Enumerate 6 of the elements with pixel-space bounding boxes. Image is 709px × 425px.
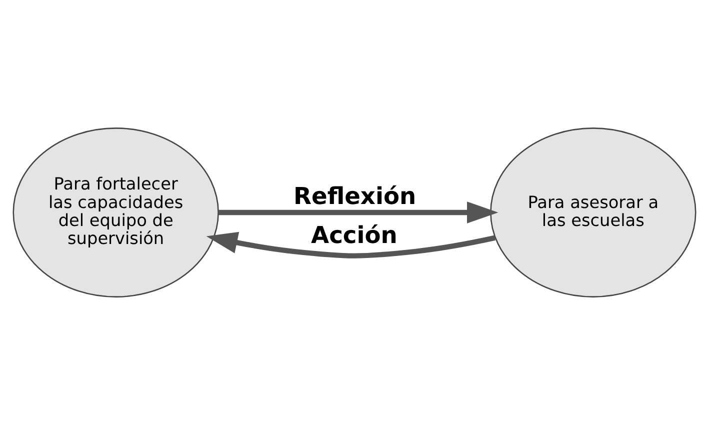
arrow	[218, 202, 498, 224]
arrow	[206, 232, 496, 258]
edge-label: Acción	[311, 220, 398, 249]
node-ellipse: Para asesorar a las escuelas	[490, 128, 696, 298]
edge-label: Reflexión	[294, 182, 416, 210]
node-ellipse: Para fortalecer las capacidades del equipo de supervisión	[12, 128, 219, 298]
